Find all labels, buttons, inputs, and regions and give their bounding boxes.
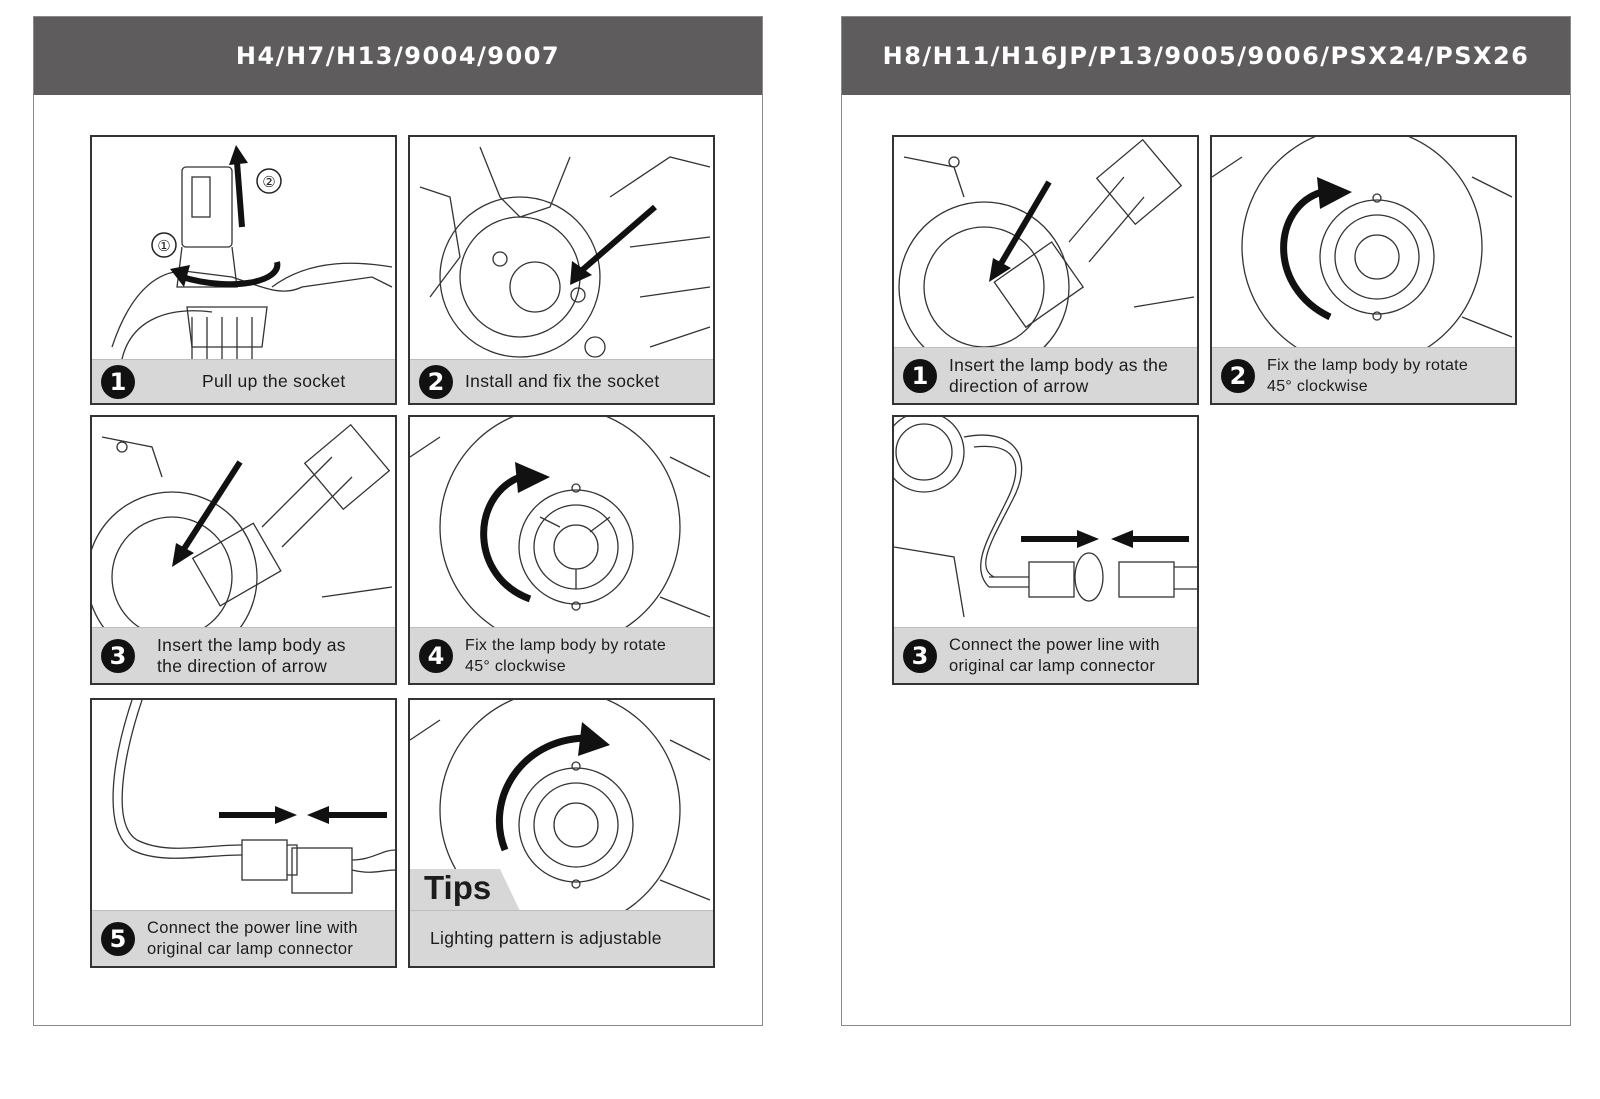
left-tips-caption: Lighting pattern is adjustable: [410, 910, 713, 966]
right-page-title: H8/H11/H16JP/P13/9005/9006/PSX24/PSX26: [842, 17, 1570, 95]
tips-title: Tips: [424, 869, 492, 906]
step-text-line: Install and fix the socket: [465, 371, 660, 391]
step-text: Insert the lamp body as the direction of…: [147, 635, 346, 677]
step-text-line: Connect the power line with: [949, 635, 1160, 654]
step-text: Fix the lamp body by rotate 45° clockwis…: [465, 635, 666, 677]
right-step-2-caption: 2 Fix the lamp body by rotate 45° clockw…: [1212, 347, 1515, 403]
socket-pull-illustration: ① ②: [111, 145, 393, 359]
step-text-line: Insert the lamp body as the: [949, 354, 1169, 375]
left-step-5-caption: 5 Connect the power line with original c…: [92, 910, 395, 966]
left-step-4-panel: 4 Fix the lamp body by rotate 45° clockw…: [408, 415, 715, 685]
left-step-4-caption: 4 Fix the lamp body by rotate 45° clockw…: [410, 627, 713, 683]
step-text-line: the direction of arrow: [157, 655, 328, 676]
step-text-line: Fix the lamp body by rotate: [465, 636, 667, 654]
step-marker-1: ①: [157, 237, 170, 255]
step-text: Fix the lamp body by rotate 45° clockwis…: [1267, 355, 1468, 397]
left-step-2-panel: 2 Install and fix the socket: [408, 135, 715, 405]
step-text: Connect the power line with original car…: [147, 918, 358, 960]
step-number-badge: 2: [419, 364, 453, 399]
step-text: Insert the lamp body as the direction of…: [949, 355, 1168, 397]
left-step-5-panel: 5 Connect the power line with original c…: [90, 698, 397, 968]
step-number-badge: 5: [101, 921, 135, 956]
socket-install-illustration: [419, 146, 711, 358]
lamp-insert-illustration: [92, 423, 393, 629]
left-tips-panel: Tips Lighting pattern is adjustable: [408, 698, 715, 968]
step-text-line: Insert the lamp body as: [157, 634, 346, 655]
step-number-badge: 3: [903, 638, 937, 673]
left-step-1-caption: 1 Pull up the socket: [92, 359, 395, 403]
tips-text-line: Lighting pattern is adjustable: [430, 928, 662, 948]
left-step-2-caption: 2 Install and fix the socket: [410, 359, 713, 403]
right-instruction-page: H8/H11/H16JP/P13/9005/9006/PSX24/PSX26 1…: [841, 16, 1571, 1026]
tips-tab-shape: [410, 869, 520, 911]
connector-illustration: [112, 700, 395, 894]
adjust-pattern-illustration: [410, 700, 711, 912]
left-instruction-page: H4/H7/H13/9004/9007 ① ② 1: [33, 16, 763, 1026]
left-page-title: H4/H7/H13/9004/9007: [34, 17, 762, 95]
step-number-badge: 4: [419, 638, 453, 673]
rotate-clockwise-illustration: [410, 417, 711, 629]
step-text-line: Fix the lamp body by rotate: [1267, 356, 1469, 374]
step-text: Install and fix the socket: [465, 371, 660, 392]
step-text-line: original car lamp connector: [949, 656, 1156, 675]
step-text-line: 45° clockwise: [1267, 377, 1369, 395]
step-text: Connect the power line with original car…: [949, 635, 1160, 677]
step-text-line: original car lamp connector: [147, 939, 354, 958]
step-marker-2: ②: [262, 173, 275, 191]
tips-text: Lighting pattern is adjustable: [410, 928, 713, 949]
connector-illustration: [894, 417, 1197, 618]
right-step-3-panel: 3 Connect the power line with original c…: [892, 415, 1199, 685]
step-text-line: Connect the power line with: [147, 918, 358, 937]
step-text-line: 45° clockwise: [465, 657, 567, 675]
right-step-1-caption: 1 Insert the lamp body as the direction …: [894, 347, 1197, 403]
left-step-3-caption: 3 Insert the lamp body as the direction …: [92, 627, 395, 683]
rotate-clockwise-illustration: [1212, 137, 1513, 349]
right-step-2-panel: 2 Fix the lamp body by rotate 45° clockw…: [1210, 135, 1517, 405]
left-step-3-panel: 3 Insert the lamp body as the direction …: [90, 415, 397, 685]
step-text: Pull up the socket: [147, 371, 346, 392]
step-number-badge: 1: [101, 364, 135, 399]
step-number-badge: 1: [903, 358, 937, 393]
left-step-1-panel: ① ② 1 Pull up the socket: [90, 135, 397, 405]
step-text-line: Pull up the socket: [202, 371, 346, 391]
step-text-line: direction of arrow: [949, 375, 1089, 396]
step-number-badge: 3: [101, 638, 135, 673]
step-number-badge: 2: [1221, 358, 1255, 393]
lamp-insert-illustration: [898, 138, 1195, 349]
right-step-3-caption: 3 Connect the power line with original c…: [894, 627, 1197, 683]
right-step-1-panel: 1 Insert the lamp body as the direction …: [892, 135, 1199, 405]
